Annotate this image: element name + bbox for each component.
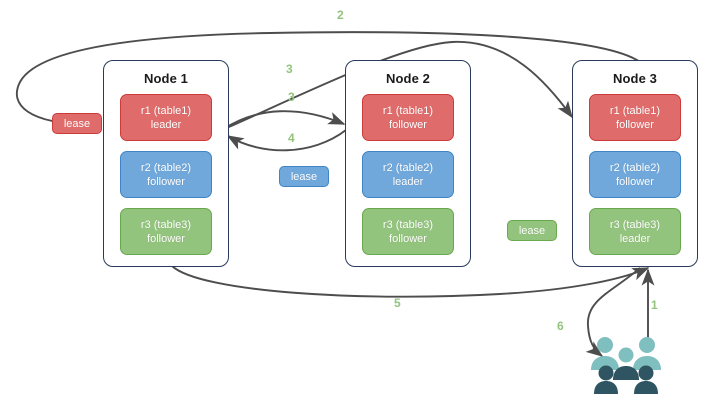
replica-name: r3 (table3)	[609, 218, 661, 231]
node-node2[interactable]: Node 2 r1 (table1) follower r2 (table2) …	[345, 60, 471, 267]
replica-node3-r2[interactable]: r2 (table2) follower	[589, 151, 681, 198]
node-node3[interactable]: Node 3 r1 (table1) follower r2 (table2) …	[572, 60, 698, 267]
edge-5-path	[171, 265, 650, 298]
replica-name: r3 (table3)	[382, 218, 434, 231]
replica-node3-r3[interactable]: r3 (table3) leader	[589, 208, 681, 255]
lease-badge-blue[interactable]: lease	[279, 166, 329, 187]
replica-node3-r1[interactable]: r1 (table1) follower	[589, 94, 681, 141]
people-group-icon	[591, 337, 661, 394]
edge-label-4: 4	[288, 131, 295, 145]
replica-name: r2 (table2)	[382, 161, 434, 174]
replica-name: r2 (table2)	[609, 161, 661, 174]
edge-4-path	[226, 129, 347, 152]
replica-name: r3 (table3)	[140, 218, 192, 231]
replica-name: r1 (table1)	[382, 104, 434, 117]
replica-node2-r1[interactable]: r1 (table1) follower	[362, 94, 454, 141]
replica-node1-r1[interactable]: r1 (table1) leader	[120, 94, 212, 141]
edge-3b-path	[221, 110, 346, 131]
replica-node2-r3[interactable]: r3 (table3) follower	[362, 208, 454, 255]
node-title-node3: Node 3	[613, 71, 657, 86]
replica-role: leader	[392, 175, 424, 188]
edge-label-6: 6	[557, 319, 564, 333]
replica-role: follower	[147, 232, 185, 245]
lease-badge-green[interactable]: lease	[507, 220, 557, 241]
node-title-node1: Node 1	[144, 71, 188, 86]
edge-label-3a: 3	[286, 62, 293, 76]
replica-role: follower	[616, 175, 654, 188]
edge-label-2: 2	[337, 8, 344, 22]
replica-node1-r2[interactable]: r2 (table2) follower	[120, 151, 212, 198]
replica-role: leader	[619, 232, 651, 245]
replica-role: follower	[389, 232, 427, 245]
replica-name: r2 (table2)	[140, 161, 192, 174]
replica-role: leader	[150, 118, 182, 131]
replica-node1-r3[interactable]: r3 (table3) follower	[120, 208, 212, 255]
replica-role: follower	[389, 118, 427, 131]
replica-name: r1 (table1)	[609, 104, 661, 117]
replica-role: follower	[616, 118, 654, 131]
replica-name: r1 (table1)	[140, 104, 192, 117]
edge-label-3b: 3	[288, 90, 295, 104]
node-node1[interactable]: Node 1 r1 (table1) leader r2 (table2) fo…	[103, 60, 229, 267]
node-title-node2: Node 2	[386, 71, 430, 86]
edge-label-5: 5	[394, 296, 401, 310]
edge-label-1: 1	[651, 298, 658, 312]
replica-node2-r2[interactable]: r2 (table2) leader	[362, 151, 454, 198]
lease-badge-red[interactable]: lease	[52, 113, 102, 134]
replica-role: follower	[147, 175, 185, 188]
